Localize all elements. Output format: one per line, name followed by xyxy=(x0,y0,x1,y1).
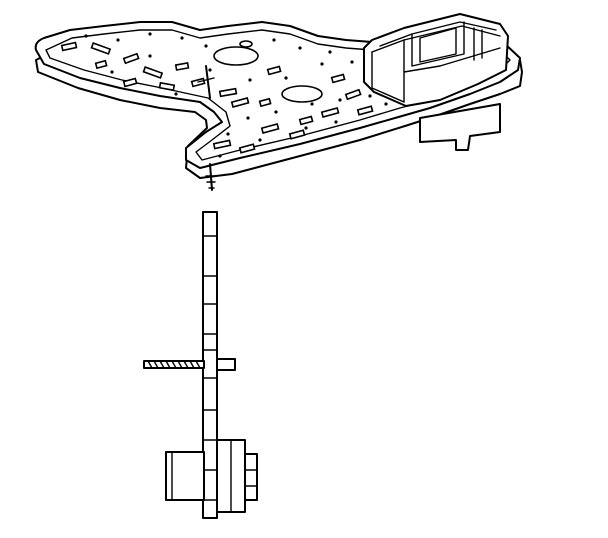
bolt-dots xyxy=(84,32,388,158)
side-connector xyxy=(165,439,258,513)
slot-holes xyxy=(60,41,374,154)
plate-top-view xyxy=(34,13,523,191)
underside-block xyxy=(419,103,501,151)
electrical-connector xyxy=(363,13,509,107)
threaded-stud xyxy=(143,358,236,371)
locating-pin xyxy=(197,65,217,191)
large-hole xyxy=(213,46,259,66)
small-hole xyxy=(239,40,253,48)
side-plate xyxy=(202,211,218,519)
plate-side-view xyxy=(143,211,258,519)
large-hole xyxy=(281,85,323,103)
